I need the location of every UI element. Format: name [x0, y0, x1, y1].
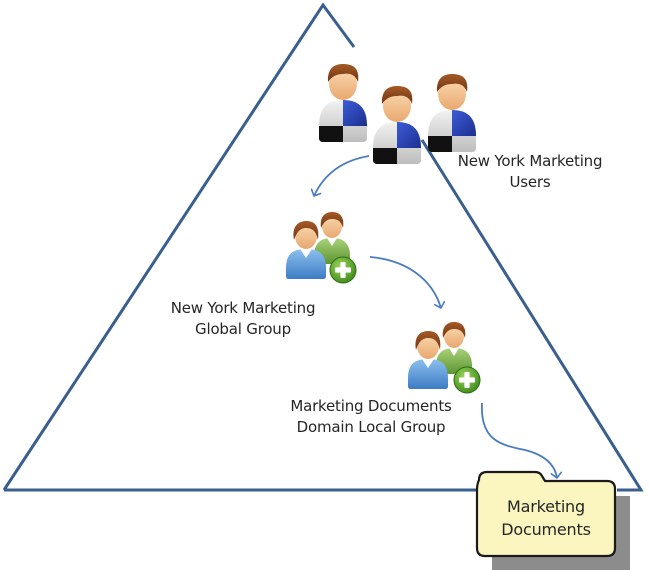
arrow-global-to-local [369, 256, 446, 309]
users-label-line-2: Users [509, 173, 551, 191]
folder-body [475, 470, 617, 558]
global-group-label-line-1: New York Marketing [170, 299, 316, 317]
folder-label: Marketing Documents [478, 495, 614, 541]
folder-icon [475, 470, 630, 570]
triangle-container [2, 2, 644, 492]
triangle-left-edge [2, 2, 356, 491]
domain-local-group-label: Marketing Documents Domain Local Group [276, 396, 466, 438]
domain-local-group-label-line-2: Domain Local Group [296, 418, 446, 436]
folder-label-line-2: Documents [501, 520, 591, 539]
group-add-icon-domain-local [408, 322, 481, 394]
arrows [310, 155, 562, 479]
group-add-icon-global [286, 212, 357, 284]
users-label-line-1: New York Marketing [457, 152, 603, 170]
users-icon [319, 64, 476, 164]
arrow-users-to-global [310, 155, 370, 197]
arrow-local-to-folder [481, 402, 562, 479]
triangle-right-edge [420, 139, 644, 492]
folder-label-line-1: Marketing [507, 497, 585, 516]
global-group-label-line-2: Global Group [195, 320, 291, 338]
users-label: New York Marketing Users [440, 151, 620, 193]
domain-local-group-label-line-1: Marketing Documents [290, 397, 452, 415]
global-group-label: New York Marketing Global Group [158, 298, 328, 340]
